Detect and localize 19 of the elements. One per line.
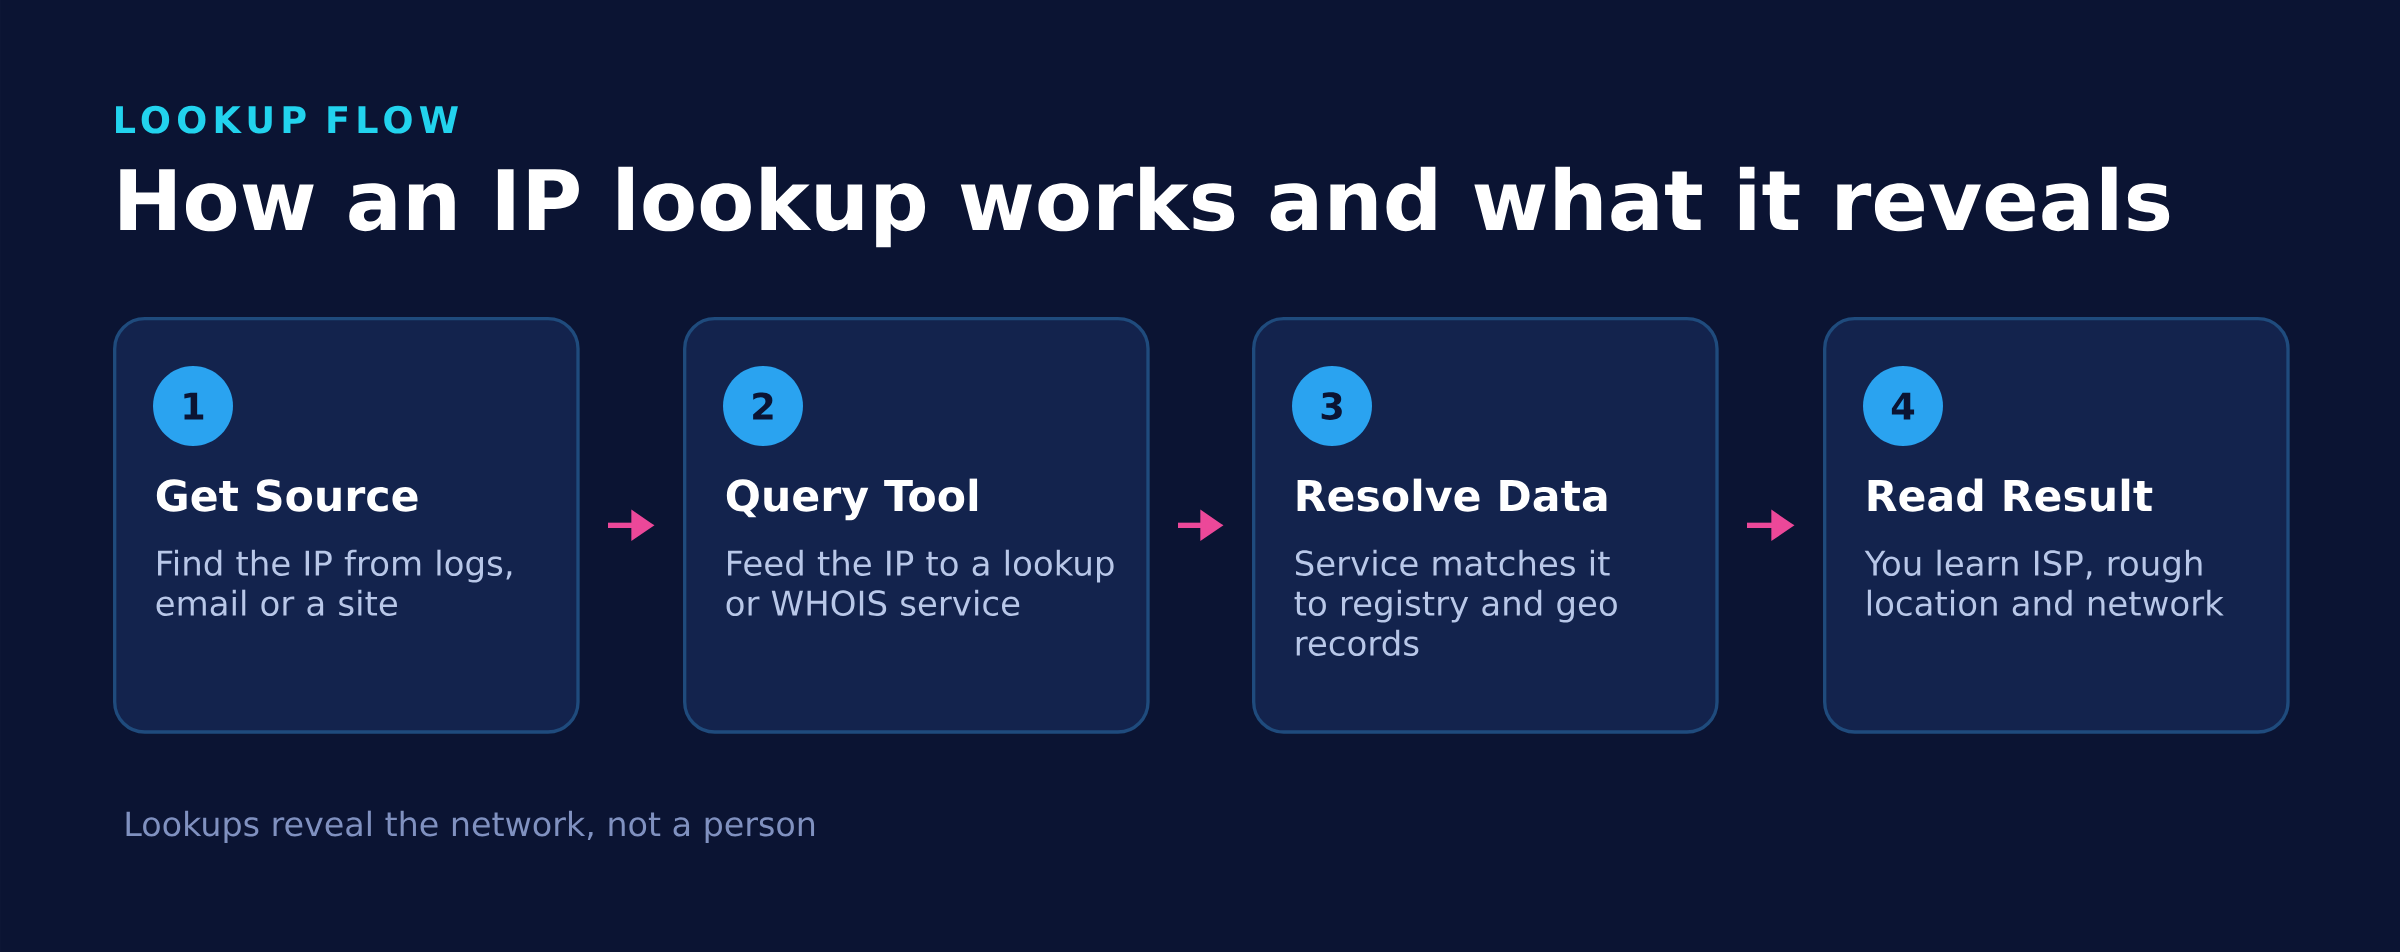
- title: How an IP lookup works and what it reveals: [120, 166, 2170, 248]
- step-number-badge: 2: [723, 366, 803, 446]
- footnote: Lookups reveal the network, not a person: [126, 810, 815, 843]
- step-description: Service matches it to registry and geo records: [1294, 549, 1617, 656]
- step-heading: Read Result: [1868, 478, 2153, 512]
- step-description: Find the IP from logs, email or a site: [156, 549, 512, 616]
- step-number-badge: 4: [1863, 366, 1943, 446]
- step-card: [683, 317, 1150, 734]
- step-heading: Query Tool: [726, 478, 978, 521]
- step-number-badge: 1: [153, 366, 233, 446]
- step-description: You learn ISP, rough location and network: [1864, 549, 2224, 616]
- step-heading: Get Source: [156, 479, 418, 512]
- step-description: Feed the IP to a lookup or WHOIS service: [726, 549, 1114, 616]
- step-heading: Resolve Data: [1297, 478, 1607, 512]
- eyebrow-label: LOOKUP FLOW: [116, 105, 458, 134]
- step-number-badge: 3: [1292, 366, 1372, 446]
- step-card: [1823, 317, 2290, 734]
- step-card: [113, 317, 580, 734]
- step-card: [1252, 317, 1719, 734]
